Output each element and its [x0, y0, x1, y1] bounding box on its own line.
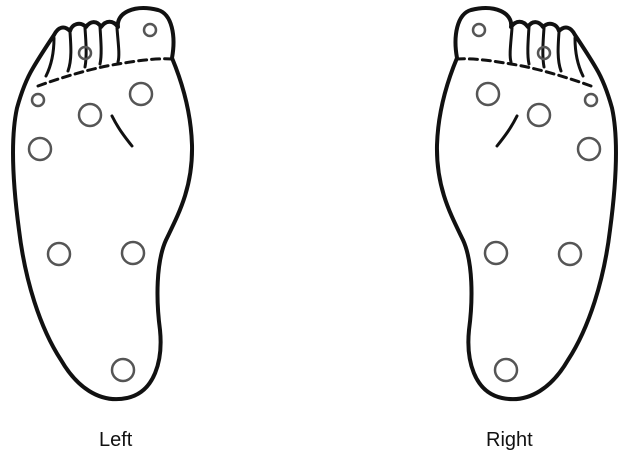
- right-sensor-point: [495, 359, 517, 381]
- right-arch-mark: [497, 116, 517, 146]
- left-arch-mark: [112, 116, 132, 146]
- right-sensor-point: [559, 243, 581, 265]
- left-sensor-point: [48, 243, 70, 265]
- left-foot: [13, 8, 192, 399]
- right-toe-line: [510, 28, 512, 62]
- right-sensor-point: [477, 83, 499, 105]
- right-toe-base-dashed: [457, 59, 591, 86]
- left-sensor-point: [122, 242, 144, 264]
- right-sensor-point: [578, 138, 600, 160]
- right-toe-line: [528, 27, 529, 64]
- right-sensor-point: [485, 242, 507, 264]
- right-foot: [437, 8, 616, 399]
- left-sensor-point: [32, 94, 44, 106]
- left-sensor-point: [112, 359, 134, 381]
- right-sensor-point: [528, 104, 550, 126]
- left-sensor-point: [130, 83, 152, 105]
- left-sensor-point: [144, 24, 156, 36]
- right-sensor-point: [585, 94, 597, 106]
- left-sensor-point: [29, 138, 51, 160]
- left-sensor-point: [79, 104, 101, 126]
- right-sensor-point: [473, 24, 485, 36]
- right-foot-label: Right: [486, 428, 533, 452]
- left-foot-label: Left: [99, 428, 132, 452]
- left-toe-line: [117, 28, 119, 62]
- right-toe-line: [558, 32, 561, 71]
- left-toe-base-dashed: [38, 59, 172, 86]
- left-toe-line: [68, 32, 71, 71]
- left-toe-line: [100, 27, 101, 64]
